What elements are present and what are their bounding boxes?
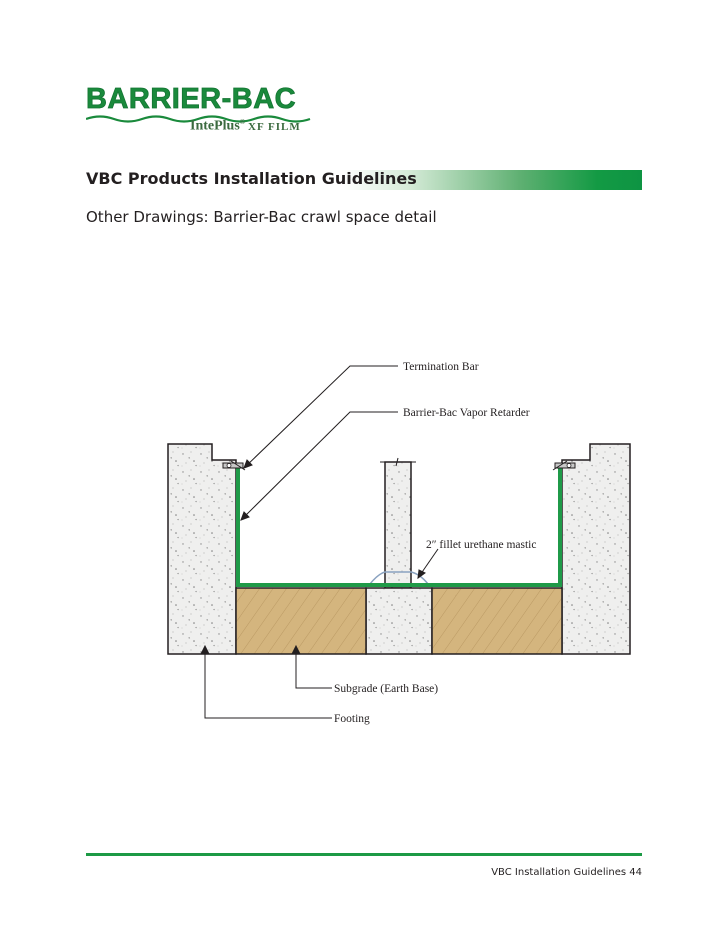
- vapor-retarder-membrane: [236, 466, 562, 587]
- label-subgrade: Subgrade (Earth Base): [334, 683, 438, 695]
- left-footing-wall: [167, 443, 237, 655]
- page-subtitle: Other Drawings: Barrier-Bac crawl space …: [86, 208, 437, 226]
- center-footing: [365, 587, 433, 655]
- label-termination-bar: Termination Bar: [403, 361, 479, 373]
- subgrade-right: [431, 587, 563, 655]
- center-pier: [384, 461, 412, 589]
- label-fillet-mastic: 2″ fillet urethane mastic: [426, 539, 537, 551]
- logo-product-name: IntePlus: [190, 118, 240, 134]
- title-gradient-bar: [86, 170, 642, 190]
- logo-subtitle: IntePlus®XF FILM: [190, 118, 301, 135]
- page-title: VBC Products Installation Guidelines: [86, 169, 417, 188]
- mastic-fillet: [369, 571, 429, 585]
- logo-wordmark: BARRIER-BAC: [86, 83, 297, 115]
- subgrade-left: [235, 587, 367, 655]
- termination-bar-left-icon: [222, 460, 246, 471]
- footer-page-label: VBC Installation Guidelines 44: [491, 867, 642, 878]
- termination-bar-right-icon: [552, 460, 576, 471]
- label-vapor-retarder: Barrier-Bac Vapor Retarder: [403, 407, 530, 419]
- logo-wave-icon: [86, 115, 311, 123]
- brand-logo: BARRIER-BAC IntePlus®XF FILM: [86, 84, 318, 136]
- right-footing-wall: [561, 443, 631, 655]
- registered-mark: ®: [239, 118, 246, 126]
- footer-rule: [86, 853, 642, 856]
- crawl-space-detail-drawing: Termination Bar Barrier-Bac Vapor Retard…: [167, 361, 631, 725]
- logo-product-suffix: XF FILM: [248, 120, 301, 133]
- label-footing: Footing: [334, 713, 370, 725]
